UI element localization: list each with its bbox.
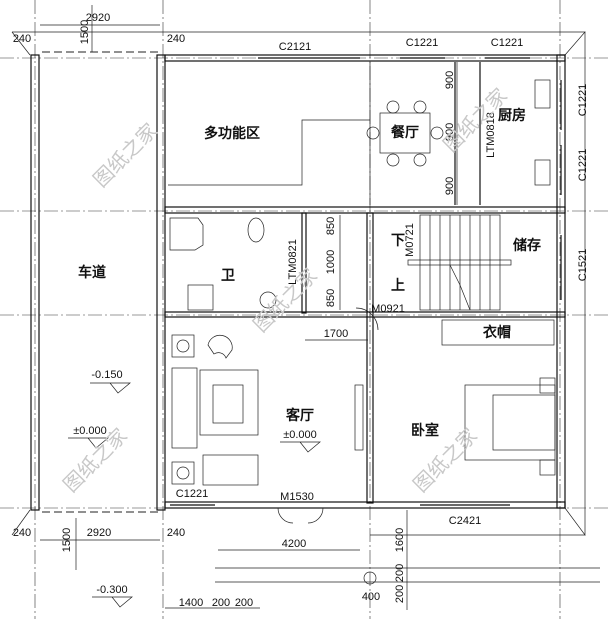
- dimension: 1700: [324, 328, 348, 340]
- level-mark: -0.150: [91, 369, 122, 381]
- coffee-table: [212, 384, 244, 424]
- window-label: C2121: [279, 41, 311, 53]
- watermark: 图纸之家: [248, 263, 322, 337]
- room-storage: 储存: [512, 237, 541, 254]
- dimension: 4200: [282, 538, 306, 550]
- room-bathroom: 卫: [221, 268, 235, 284]
- basin: [259, 291, 277, 309]
- window-label: C1221: [577, 84, 589, 116]
- door-label: M1530: [280, 491, 314, 503]
- door-label: M0921: [371, 303, 405, 315]
- room-living: 客厅: [285, 407, 314, 424]
- eaves-outline: [11, 31, 586, 537]
- loveseat: [202, 454, 259, 486]
- room-bedroom: 卧室: [411, 422, 439, 439]
- dimension: 2920: [86, 12, 110, 24]
- stairs: [407, 214, 512, 311]
- tv-cabinet: [354, 384, 364, 451]
- dimension: 200: [235, 597, 253, 609]
- dimension: 1600: [394, 528, 406, 552]
- bed-rug: [464, 384, 556, 461]
- dimension: 2920: [87, 527, 111, 539]
- dimension: 900: [444, 177, 456, 195]
- dimension-lines: [40, 5, 600, 610]
- door-label: M0721: [404, 223, 416, 257]
- dimension: 1400: [179, 597, 203, 609]
- dimension: 1500: [61, 528, 73, 552]
- shower: [169, 217, 204, 251]
- dimension: 200: [394, 564, 406, 582]
- stairs-up-label: 上: [391, 278, 405, 294]
- dining-table: [379, 112, 431, 154]
- dimension: 240: [167, 33, 185, 45]
- dimension: 850: [325, 289, 337, 307]
- watermark: 图纸之家: [88, 118, 162, 192]
- wardrobe: [441, 319, 555, 346]
- dimension: 900: [444, 123, 456, 141]
- door-label: LTM0818: [485, 112, 497, 158]
- door-swing: [355, 307, 379, 331]
- dimension: 1500: [79, 20, 91, 44]
- dimension: 200: [212, 597, 230, 609]
- window-label: C1221: [406, 37, 438, 49]
- dimension: 240: [13, 527, 31, 539]
- washer: [187, 284, 214, 311]
- sofa: [171, 367, 198, 449]
- window-label: C1521: [577, 249, 589, 281]
- dimension: 400: [362, 591, 380, 603]
- labels: 多功能区 餐厅 厨房 车道 卫 储存 衣帽 客厅 卧室 下 上 C2121 C1…: [13, 12, 589, 609]
- window-label: C1221: [491, 37, 523, 49]
- bed: [492, 394, 556, 451]
- dimension: 850: [325, 217, 337, 235]
- dimension: 200: [394, 585, 406, 603]
- level-mark: ±0.000: [283, 429, 317, 441]
- window-label: C2421: [449, 515, 481, 527]
- room-dining: 餐厅: [390, 124, 419, 141]
- dimension: 240: [13, 33, 31, 45]
- dimension: 900: [444, 71, 456, 89]
- stove: [534, 79, 551, 109]
- level-mark: -0.300: [96, 584, 127, 596]
- rug: [199, 369, 259, 436]
- room-multi-function: 多功能区: [204, 125, 260, 142]
- window-label: C1221: [577, 149, 589, 181]
- dimension: 240: [167, 527, 185, 539]
- window-label: C1221: [176, 488, 208, 500]
- toilet: [247, 217, 265, 243]
- door-label: LTM0821: [287, 239, 299, 285]
- furniture: [169, 79, 556, 585]
- sink: [534, 159, 551, 186]
- level-mark: ±0.000: [73, 425, 107, 437]
- walls: [30, 54, 566, 511]
- room-driveway: 车道: [78, 264, 106, 281]
- dimension: 1000: [325, 250, 337, 274]
- stairs-down-label: 下: [391, 233, 405, 249]
- room-kitchen: 厨房: [498, 107, 526, 124]
- room-wardrobe: 衣帽: [483, 324, 511, 341]
